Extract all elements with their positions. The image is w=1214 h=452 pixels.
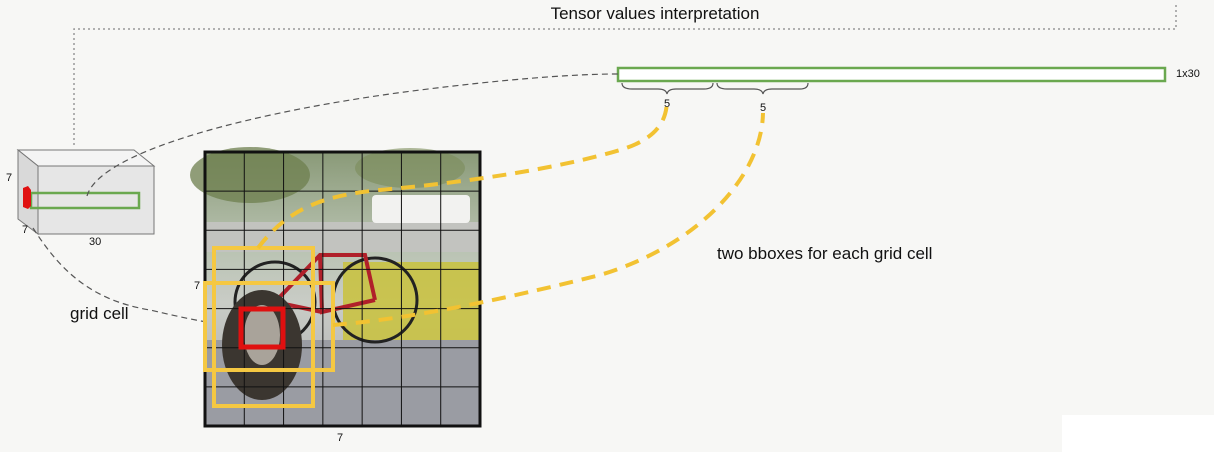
brace-second-bbox: [716, 82, 809, 95]
tensor-depth-label: 30: [89, 236, 101, 248]
output-vector-1x30: [616, 66, 1167, 83]
output-tensor-cuboid: [16, 148, 156, 235]
bbox-tall: [212, 246, 315, 408]
corner-blank-area: [1062, 415, 1214, 452]
bbox-wide: [203, 281, 335, 372]
diagram-title: Tensor values interpretation: [551, 4, 760, 23]
tensor-width-label: 7: [22, 224, 28, 236]
grid-cell-annotation: grid cell: [70, 304, 129, 323]
segment-label-2: 5: [760, 102, 766, 114]
title-bracket-dotted: [73, 4, 1177, 145]
segment-label-1: 5: [664, 98, 670, 110]
vector-size-label: 1x30: [1176, 68, 1200, 80]
image-width-label: 7: [337, 432, 343, 444]
connector-tensor-to-vector: [86, 73, 619, 197]
tensor-selected-cell: [23, 186, 31, 209]
grid-lines-7x7: [205, 152, 480, 426]
two-bboxes-annotation: two bboxes for each grid cell: [717, 244, 932, 263]
image-height-label: 7: [194, 280, 200, 292]
selected-grid-cell: [238, 306, 286, 350]
tensor-height-label: 7: [6, 172, 12, 184]
connector-bbox1-to-vector: [256, 98, 669, 250]
brace-first-bbox: [621, 82, 714, 95]
input-image-photo: [190, 147, 480, 426]
connector-tensor-to-grid-cell: [32, 227, 242, 327]
